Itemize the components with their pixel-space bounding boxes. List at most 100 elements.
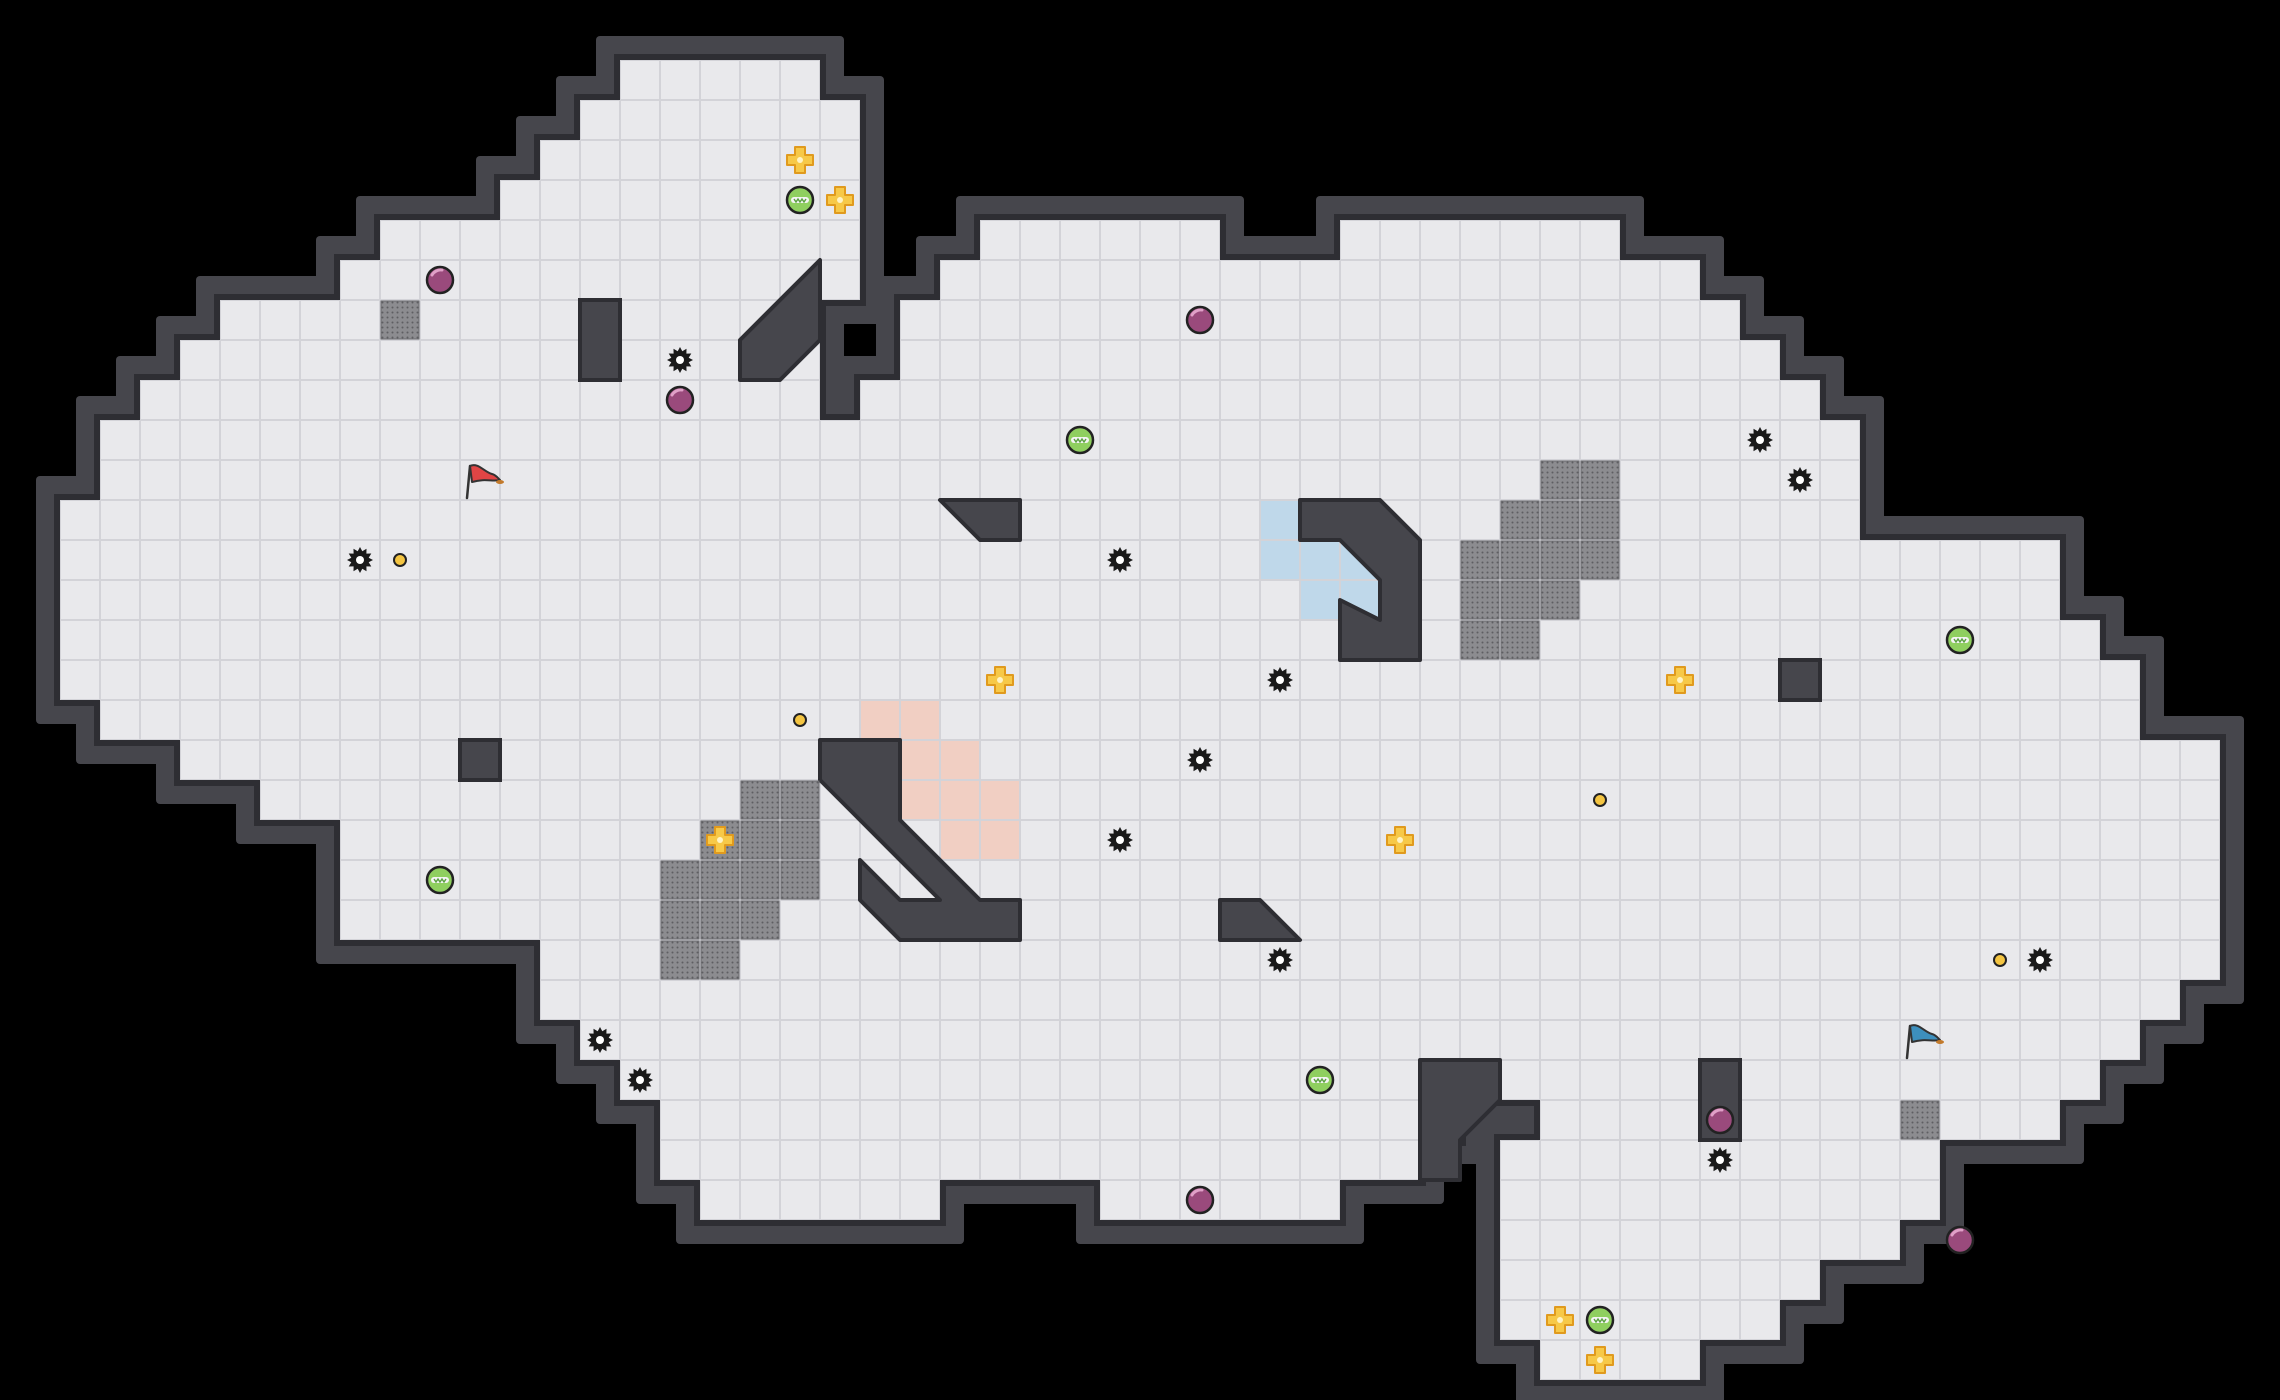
mine-icon[interactable] (1707, 1147, 1733, 1173)
coin-icon[interactable] (793, 713, 807, 727)
floor-tile (1740, 940, 1780, 980)
floor-tile (1180, 940, 1220, 980)
floor-tile (980, 420, 1020, 460)
floor-tile (1220, 980, 1260, 1020)
potion-purple-icon[interactable] (1185, 305, 1215, 335)
potion-purple-icon[interactable] (665, 385, 695, 415)
floor-tile (500, 620, 540, 660)
floor-tile (300, 660, 340, 700)
floor-tile (1100, 860, 1140, 900)
heal-cross-icon[interactable] (986, 666, 1014, 694)
floor-tile (1500, 780, 1540, 820)
potion-purple-icon[interactable] (425, 265, 455, 295)
heal-center (1597, 1357, 1603, 1363)
potion-purple-icon[interactable] (1185, 1185, 1215, 1215)
grid-cell (1740, 340, 1780, 380)
grid-cell (1780, 900, 1820, 940)
heal-cross-icon[interactable] (706, 826, 734, 854)
mine-icon[interactable] (347, 547, 373, 573)
coin-icon[interactable] (393, 553, 407, 567)
shield-green-icon[interactable] (425, 865, 455, 895)
floor-tile (1660, 500, 1700, 540)
shield-green-icon[interactable] (1065, 425, 1095, 455)
grid-cell (1620, 340, 1660, 380)
floor-tile (1340, 300, 1380, 340)
floor-tile (1260, 620, 1300, 660)
heal-cross-icon[interactable] (1386, 826, 1414, 854)
floor-tile (620, 580, 660, 620)
shield-green-icon[interactable] (1305, 1065, 1335, 1095)
grid-cell (300, 740, 340, 780)
flag-red-icon[interactable] (465, 464, 504, 500)
potion-purple-icon[interactable] (1945, 1225, 1975, 1255)
floor-tile (1060, 940, 1100, 980)
grid-cell (1140, 580, 1180, 620)
mine-icon[interactable] (1107, 827, 1133, 853)
shield-green-icon[interactable] (1945, 625, 1975, 655)
mine-icon[interactable] (627, 1067, 653, 1093)
floor-tile (1260, 1020, 1300, 1060)
coin-icon[interactable] (1593, 793, 1607, 807)
grid-cell (1420, 980, 1460, 1020)
grid-cell (1100, 940, 1140, 980)
grid-cell (1940, 740, 1980, 780)
mine-icon[interactable] (1747, 427, 1773, 453)
grid-cell (700, 300, 740, 340)
floor-tile (1540, 980, 1580, 1020)
floor-tile (1060, 620, 1100, 660)
floor-tile (460, 540, 500, 580)
floor-tile (1100, 260, 1140, 300)
floor-tile (100, 460, 140, 500)
entity-layer[interactable] (347, 146, 2053, 1374)
shield-green-icon[interactable] (785, 185, 815, 215)
zone-red-tile (980, 780, 1020, 820)
heal-cross-icon[interactable] (786, 146, 814, 174)
grid-cell (1100, 860, 1140, 900)
grid-cell (1100, 1060, 1140, 1100)
floor-tile (1220, 660, 1260, 700)
mine-icon[interactable] (1267, 667, 1293, 693)
grid-cell (660, 60, 700, 100)
grid-cell (700, 1020, 740, 1060)
floor-tile (1580, 980, 1620, 1020)
floor-tile (1500, 820, 1540, 860)
floor-tile (1140, 1060, 1180, 1100)
floor-tile (1140, 300, 1180, 340)
shield-green-icon[interactable] (1585, 1305, 1615, 1335)
floor-tile (580, 460, 620, 500)
mine-icon[interactable] (1787, 467, 1813, 493)
heal-cross-icon[interactable] (826, 186, 854, 214)
floor-tile (860, 420, 900, 460)
floor-tile (1220, 1180, 1260, 1220)
heal-cross-icon[interactable] (1586, 1346, 1614, 1374)
floor-tile (1540, 1260, 1580, 1300)
metal-crate (700, 900, 740, 940)
floor-tile (1980, 1100, 2020, 1140)
floor-tile (940, 460, 980, 500)
mine-icon[interactable] (1267, 947, 1293, 973)
floor-tile (220, 660, 260, 700)
grid-cell (1460, 940, 1500, 980)
mine-icon[interactable] (1107, 547, 1133, 573)
potion-purple-icon[interactable] (1705, 1105, 1735, 1135)
grid-cell (780, 700, 820, 740)
floor-tile (1220, 260, 1260, 300)
heal-cross-icon[interactable] (1546, 1306, 1574, 1334)
grid-cell (1660, 980, 1700, 1020)
coin-icon[interactable] (1993, 953, 2007, 967)
heal-cross-icon[interactable] (1666, 666, 1694, 694)
grid-cell (300, 500, 340, 540)
grid-cell (1940, 980, 1980, 1020)
mine-icon[interactable] (1187, 747, 1213, 773)
heal-center (717, 837, 723, 843)
flag-blue-icon[interactable] (1905, 1024, 1944, 1060)
mine-icon[interactable] (2027, 947, 2053, 973)
grid-cell (740, 1020, 780, 1060)
mine-icon[interactable] (587, 1027, 613, 1053)
mine-icon[interactable] (667, 347, 693, 373)
grid-cell (1900, 820, 1940, 860)
zone-red-tile (860, 700, 900, 740)
grid-cell (100, 620, 140, 660)
